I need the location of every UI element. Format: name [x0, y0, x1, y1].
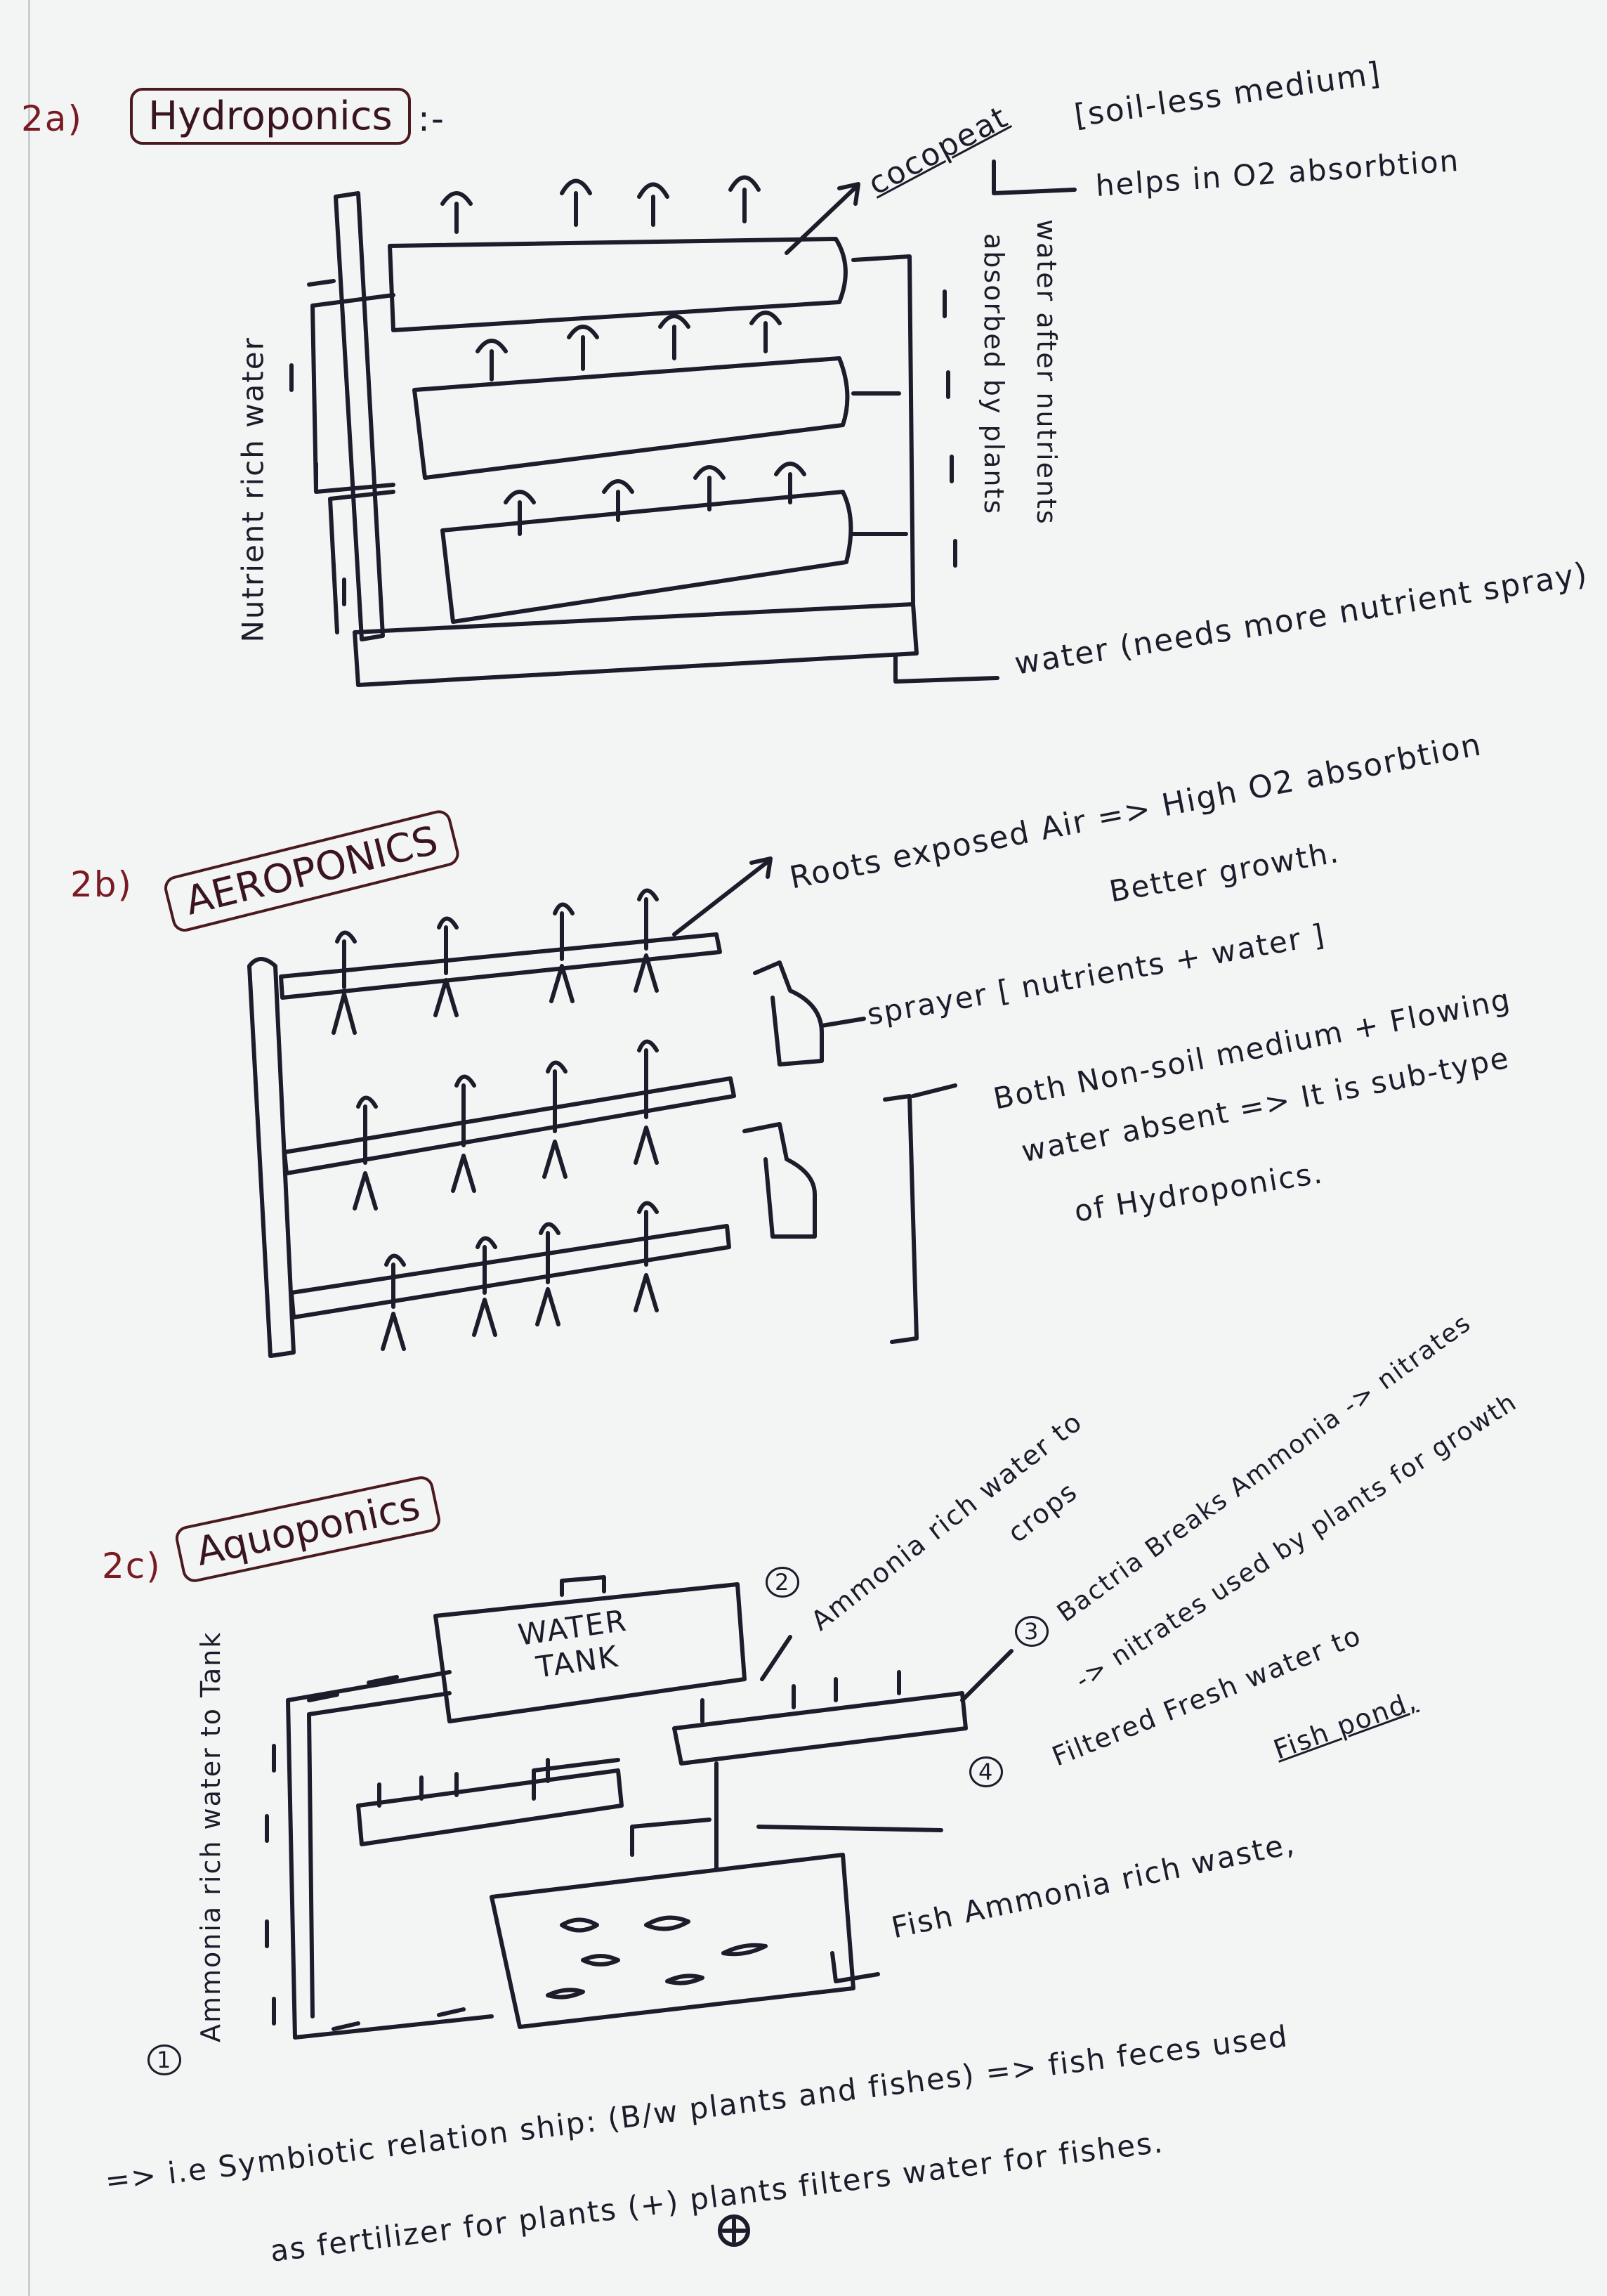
fish-arrow [830, 1951, 880, 1983]
water-after-nutrients-label: water after nutrients [1031, 219, 1062, 526]
aeroponics-diagram [247, 856, 957, 1358]
plus-circle [718, 2215, 750, 2247]
hydroponics-number: 2a) [21, 98, 83, 139]
hydroponics-title-suffix: :- [418, 98, 445, 139]
sprayer-arrow [820, 1017, 866, 1028]
hydro-tube-2 [412, 356, 850, 480]
step1-number: 1 [147, 2044, 182, 2075]
aero-bar-2 [282, 1076, 736, 1175]
step4-number: 4 [969, 1756, 1004, 1787]
hydro-base [353, 602, 919, 687]
fish-pond [490, 1853, 855, 2029]
hydro-right-arrows [943, 289, 957, 568]
aqua-return-pipe [286, 1670, 494, 2040]
aero-bar-1 [279, 932, 722, 1000]
cocopeat-arrow [785, 182, 860, 255]
water-tank-lid [560, 1575, 606, 1597]
water-tank-box [433, 1582, 747, 1723]
page-margin-line [28, 0, 30, 2296]
step4-arrow [756, 1825, 943, 1832]
aqua-grow-bed-right [672, 1691, 968, 1766]
aqua-plants [377, 1670, 901, 1808]
hydro-return-pipe [851, 254, 915, 606]
hydro-left-arrows [289, 279, 346, 606]
aeroponics-number: 2b) [70, 864, 133, 905]
hydro-post [334, 191, 385, 641]
fish-shapes [546, 1915, 768, 2000]
hydro-tube-3 [440, 490, 853, 624]
sprayer-1 [753, 960, 824, 1067]
roots-arrow [672, 856, 773, 937]
aqua-flow-arrows [265, 1675, 466, 2031]
aero-plants [332, 888, 659, 1351]
aero-bar-3 [289, 1224, 731, 1319]
aquaponics-number: 2c) [102, 1546, 162, 1586]
step1-text: Ammonia rich water to Tank [195, 1631, 226, 2042]
absorbed-by-plants-label: absorbed by plants [978, 233, 1009, 516]
hydroponics-title: Hydroponics [130, 88, 411, 145]
step2-arrow [760, 1635, 792, 1681]
sprayer-2 [742, 1122, 817, 1239]
hydro-inlet-pipe [310, 293, 395, 634]
hydroponics-diagram [289, 159, 1077, 687]
aqua-grow-bed-left [356, 1768, 624, 1846]
step3-number: 3 [1015, 1616, 1049, 1647]
helps-arrow [992, 159, 1077, 195]
aqua-connectors [532, 1758, 719, 1871]
step2-number: 2 [766, 1567, 800, 1598]
nutrient-rich-water-label: Nutrient rich water [235, 337, 270, 643]
plus-sign [721, 2218, 747, 2243]
step3-arrow [960, 1649, 1014, 1702]
hydro-plants [440, 175, 806, 536]
hydro-tube-1 [388, 237, 848, 332]
aquaponics-diagram [265, 1575, 1014, 2247]
aero-post [247, 957, 296, 1358]
both-bracket [883, 1083, 957, 1344]
spray-arrow [893, 655, 999, 684]
